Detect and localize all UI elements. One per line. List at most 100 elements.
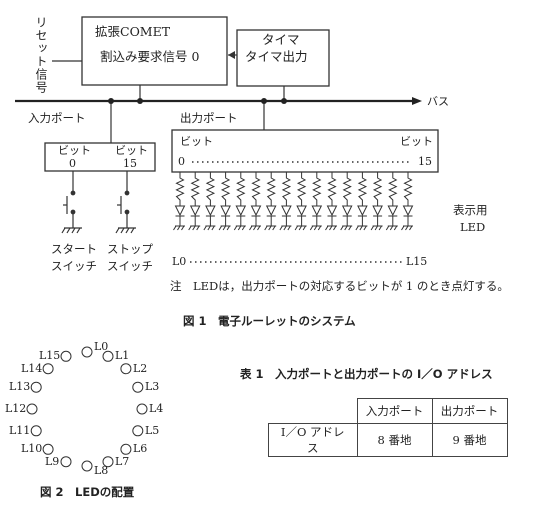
resistor (388, 172, 398, 206)
led-label: LED (460, 220, 486, 234)
led-last-label: L15 (406, 255, 428, 268)
stop-switch (115, 171, 136, 234)
led-symbol (281, 205, 292, 217)
table-header-row: 入力ポート 出力ポート (268, 398, 508, 424)
led-symbol (341, 205, 353, 217)
led-label: L7 (115, 455, 130, 468)
led-first-label: L0 (172, 255, 187, 268)
led-circle (136, 403, 148, 415)
resistor (175, 172, 185, 206)
led-circle (132, 381, 144, 393)
led-driver-column (370, 172, 383, 231)
led-circle (30, 425, 42, 437)
led-symbol (402, 205, 414, 217)
led-driver-column (264, 172, 277, 231)
table-row-label: I／O アドレス (268, 423, 358, 457)
led-driver-column (385, 172, 399, 231)
led-driver-column (218, 172, 231, 231)
io-address-table: 入力ポート 出力ポート I／O アドレス 8 番地 9 番地 (268, 398, 508, 457)
led-driver-column (173, 172, 186, 231)
input-bit-label: ビット (115, 144, 148, 157)
led-label: 表示用 (453, 203, 488, 217)
led-symbol (220, 205, 231, 217)
led-label: L6 (133, 442, 148, 455)
bus-label: バス (427, 95, 449, 108)
output-port-box (171, 129, 439, 173)
led-circle (81, 346, 93, 358)
resistor (327, 172, 337, 206)
note-text: 注 LEDは，出力ポートの対応するビットが 1 のとき点灯する。 (170, 279, 509, 293)
cpu-interrupt-label: 割込み要求信号 0 (100, 49, 200, 64)
resistor (266, 172, 276, 206)
led-symbol (205, 205, 216, 217)
led-symbol (326, 205, 338, 217)
resistor (342, 172, 352, 206)
timer-arrow (228, 51, 235, 59)
led-circle (81, 460, 93, 472)
resistor (190, 172, 200, 206)
led-driver-column (294, 172, 307, 231)
cpu-box (81, 16, 228, 86)
output-bit-label: ビット (400, 135, 433, 148)
led-driver-column (355, 172, 368, 231)
led-circle (102, 456, 114, 468)
output-bit-0: 0 (178, 155, 185, 168)
led-circle (132, 425, 144, 437)
timer-title: タイマ (262, 32, 300, 47)
stop-switch-label: ストップ (107, 242, 153, 256)
led-driver-column (401, 172, 414, 231)
resistor (251, 172, 261, 206)
led-driver-column (188, 172, 201, 231)
input-bit-label: ビット (58, 144, 91, 157)
start-switch-label: スイッチ (51, 259, 97, 273)
led-label: L4 (149, 402, 164, 415)
led-label: L3 (145, 380, 160, 393)
led-symbol (174, 205, 186, 217)
figure2-caption: 図 2 LEDの配置 (40, 485, 135, 499)
input-bit-15: 15 (123, 157, 137, 170)
table-corner (268, 398, 358, 424)
bus-junction (261, 98, 267, 104)
output-address-cell: 9 番地 (431, 423, 508, 457)
bus-arrow (412, 97, 422, 105)
timer-output-label: タイマ出力 (245, 49, 308, 64)
input-port-label: 入力ポート (28, 111, 86, 125)
input-port-box (44, 142, 156, 172)
led-driver-column (325, 172, 338, 231)
led-symbol (387, 205, 399, 217)
led-driver-column (279, 172, 292, 231)
led-symbol (250, 205, 262, 217)
start-switch (61, 171, 82, 234)
led-label: L13 (9, 380, 31, 393)
resistor (403, 172, 413, 206)
table-header-input: 入力ポート (356, 398, 433, 424)
led-circle (60, 456, 72, 468)
output-port-label: 出力ポート (180, 111, 238, 125)
led-label: L10 (21, 442, 43, 455)
stop-switch-label: スイッチ (107, 259, 153, 273)
led-symbol (372, 205, 383, 217)
led-circle (102, 350, 114, 362)
led-label: L14 (21, 362, 43, 375)
resistor (220, 172, 231, 206)
led-circle (42, 363, 54, 375)
resistor (236, 172, 246, 206)
led-symbol (189, 205, 201, 217)
led-label: L2 (133, 362, 148, 375)
cpu-title: 拡張COMET (95, 24, 171, 39)
led-circle (120, 363, 132, 375)
led-circle (42, 443, 54, 455)
output-bit-15: 15 (418, 155, 432, 168)
led-label: L15 (39, 349, 61, 362)
led-label: L9 (45, 455, 60, 468)
figure1-caption: 図 1 電子ルーレットのシステム (183, 314, 356, 328)
led-driver-column (233, 172, 247, 231)
led-driver-column (249, 172, 262, 231)
resistor (372, 172, 383, 206)
resistor (312, 172, 322, 206)
start-switch-label: スタート (51, 242, 97, 256)
led-symbol (311, 205, 323, 217)
led-circle (60, 350, 72, 362)
table1-caption: 表 1 入力ポートと出力ポートの I／O アドレス (240, 367, 493, 381)
